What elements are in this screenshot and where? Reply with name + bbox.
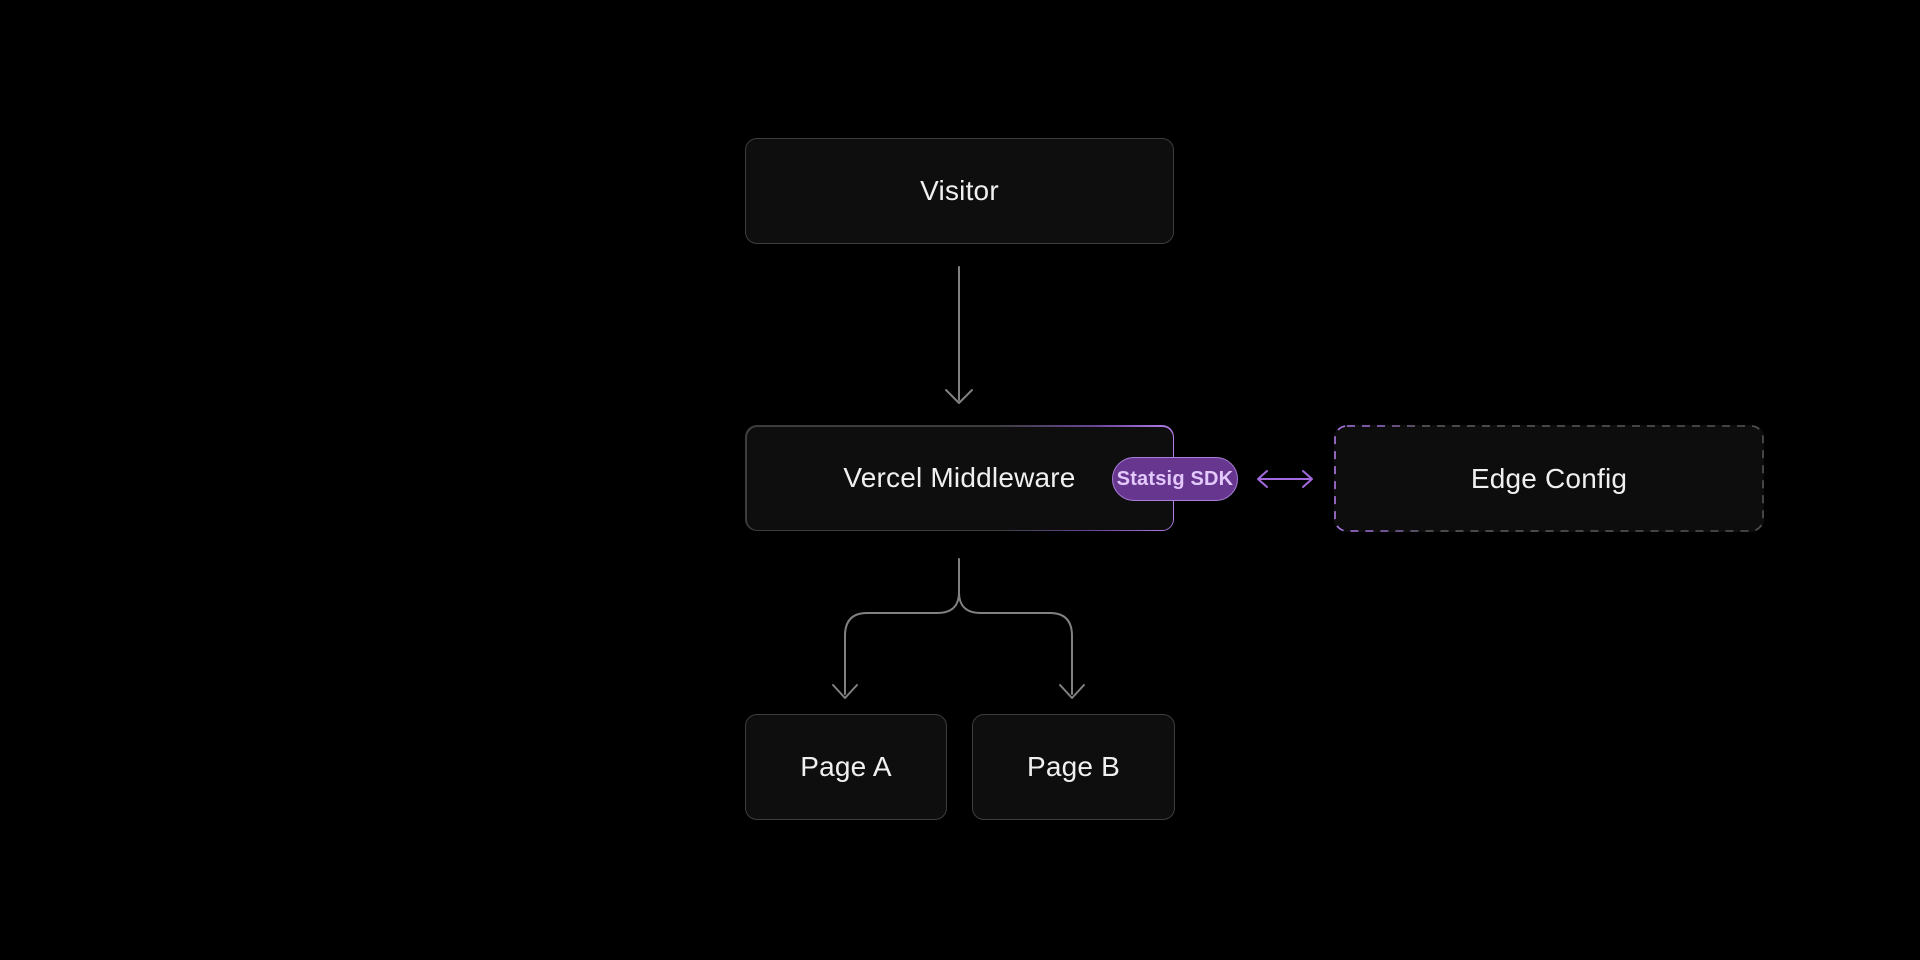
double-arrow-middleware-edge-config — [1257, 470, 1313, 488]
node-edge-config-label: Edge Config — [1470, 462, 1628, 494]
node-page-b: Page B — [972, 714, 1175, 820]
arrow-visitor-to-middleware — [945, 266, 973, 404]
node-vercel-middleware-body: Vercel Middleware — [746, 426, 1173, 530]
arrow-middleware-to-pages — [832, 558, 1085, 699]
node-vercel-middleware: Vercel Middleware — [745, 425, 1174, 531]
node-page-a-label: Page A — [800, 751, 892, 782]
statsig-sdk-badge: Statsig SDK — [1112, 457, 1238, 501]
node-edge-config: Edge Config — [1334, 425, 1764, 532]
node-page-a: Page A — [745, 714, 947, 820]
node-page-b-label: Page B — [1026, 751, 1121, 782]
edge-config-dashed-border — [1334, 425, 1764, 532]
statsig-sdk-badge-label: Statsig SDK — [1116, 467, 1234, 490]
node-visitor: Visitor — [745, 138, 1174, 244]
node-vercel-middleware-label: Vercel Middleware — [843, 462, 1076, 493]
node-visitor-label: Visitor — [920, 175, 999, 206]
